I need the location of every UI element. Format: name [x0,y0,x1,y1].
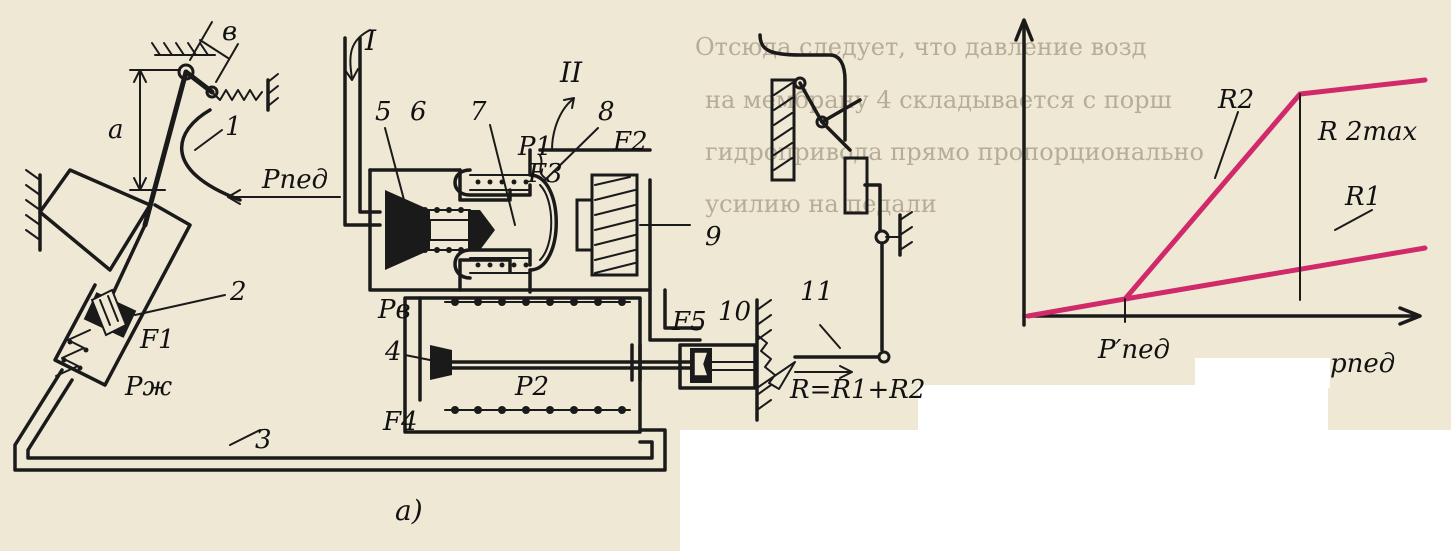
label-10: 10 [718,297,751,327]
label-p-ped: Pпед [261,165,328,195]
label-roman-i: I [364,24,377,57]
brake-pipeline [13,368,667,472]
label-7: 7 [470,97,487,127]
blank-patch-2 [1195,358,1330,388]
label-r-sum: R=R1+R2 [789,375,925,405]
label-3: 3 [255,425,272,455]
label-f4: F4 [382,407,418,437]
graph-x-arrow [1398,306,1422,326]
labels: a в 1 2 3 4 5 6 7 8 9 10 11 I II Pпед P1… [108,17,1418,527]
ghost-line-4: усилию на педали [705,190,937,218]
label-p2: P2 [514,372,549,402]
label-f1: F1 [139,325,175,355]
pedal-assembly [25,21,341,272]
slave-cylinder [678,298,891,422]
label-8: 8 [598,97,615,127]
label-roman-ii: II [559,56,583,89]
label-f2: F2 [612,127,648,157]
graph-label-r2max: R 2max [1317,117,1418,147]
label-b: в [222,17,237,47]
graph-label-p-ped-prime: P′пед [1097,335,1170,365]
ghost-line-2: на мембрану 4 складывается с порш [705,86,1172,114]
booster-upper [343,29,691,294]
label-p1: P1 [517,132,552,162]
label-6: 6 [410,97,427,127]
graph-line-r2 [1025,77,1428,319]
label-5: 5 [375,97,392,127]
label-pv: Pв [377,295,411,325]
r2-leader [1214,111,1239,179]
characteristic-graph [1014,18,1428,327]
brake-mechanism [758,33,913,352]
label-11: 11 [800,277,833,307]
booster-lower [403,288,702,434]
label-1: 1 [225,112,242,142]
label-4: 4 [384,337,402,367]
master-cylinder [53,203,192,387]
graph-label-p-ped-axis: pпед [1330,349,1395,379]
label-f5: F5 [671,307,707,337]
label-9: 9 [705,222,722,252]
label-fig-a: a) [395,494,423,527]
r1-leader [1334,209,1373,231]
label-2: 2 [229,277,247,307]
ghost-line-1: Отсюда следует, что давление возд [695,33,1146,61]
label-pzh: Pж [124,372,172,402]
blank-patch-1 [918,385,1328,431]
graph-label-r1: R1 [1344,182,1381,212]
label-f3: F3 [527,159,563,189]
background-text: Отсюда следует, что давление возд на мем… [695,33,1204,218]
graph-line-r1 [1122,245,1428,302]
graph-y-arrow [1014,18,1034,42]
blank-patch-3 [680,430,1451,551]
label-a: a [108,115,124,145]
graph-label-r2: R2 [1217,85,1254,115]
